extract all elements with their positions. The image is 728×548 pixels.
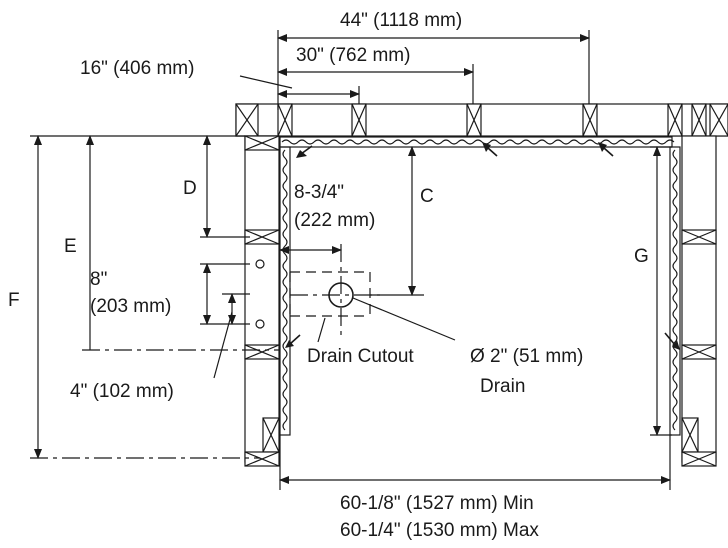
label-width-min: 60-1/8" (1527 mm) Min [340, 493, 534, 514]
label-g: G [634, 246, 649, 267]
drain-area [279, 146, 456, 343]
label-44in: 44" (1118 mm) [340, 10, 462, 31]
label-d: D [183, 178, 197, 199]
right-wall [681, 135, 717, 467]
valve-hole-upper [255, 259, 265, 269]
left-wall [244, 135, 280, 467]
label-width-max: 60-1/4" (1530 mm) Max [340, 520, 539, 541]
label-4in: 4" (102 mm) [70, 381, 174, 402]
label-f: F [8, 290, 20, 311]
pointer-arrows [285, 142, 680, 350]
right-dimensions [650, 146, 672, 436]
label-8-3-4-line1: 8-3/4" [294, 182, 344, 203]
label-c: C [420, 186, 434, 207]
bottom-dimension [279, 435, 671, 490]
label-e: E [64, 236, 77, 257]
label-16in: 16" (406 mm) [80, 58, 194, 79]
drain-circle [328, 282, 354, 308]
valve-hole-lower [255, 319, 265, 329]
label-8-3-4-line2: (222 mm) [294, 210, 375, 231]
label-drain-size: Ø 2" (51 mm) [470, 346, 583, 367]
top-dimensions [239, 30, 590, 110]
label-8in-line2: (203 mm) [90, 296, 171, 317]
label-drain: Drain [480, 376, 525, 397]
label-8in-line1: 8" [90, 269, 107, 290]
left-dimensions [30, 135, 280, 459]
label-drain-cutout: Drain Cutout [307, 346, 414, 367]
label-30in: 30" (762 mm) [296, 45, 410, 66]
top-wall [235, 103, 728, 137]
